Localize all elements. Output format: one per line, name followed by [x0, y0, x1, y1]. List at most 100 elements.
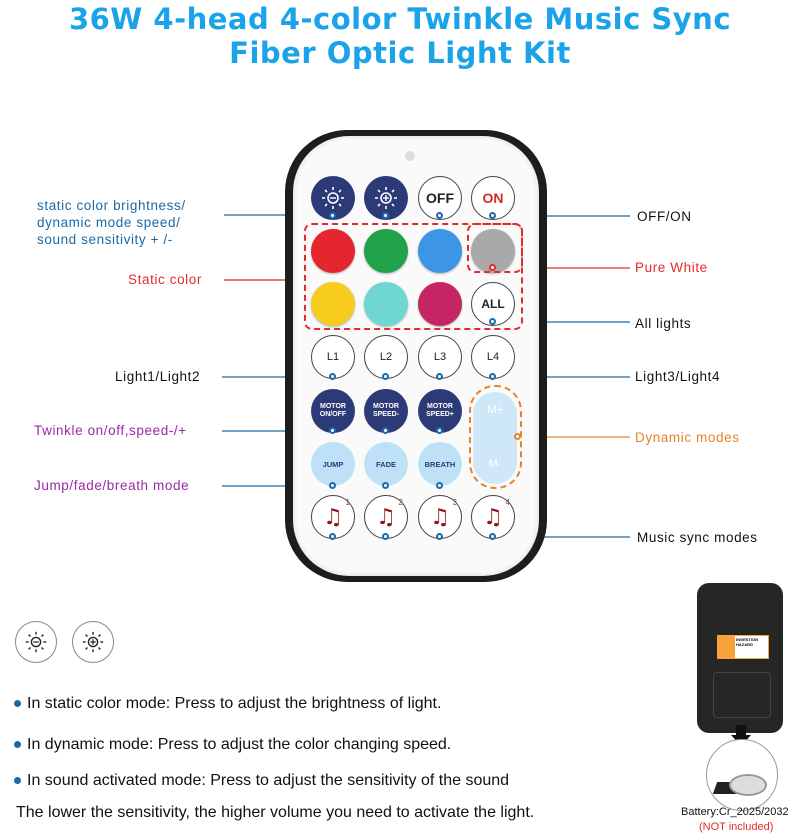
dot-l2 [382, 373, 389, 380]
dot-motor-3 [436, 427, 443, 434]
music-note-icon: ♫ [376, 504, 396, 530]
legend-brightness-up [72, 621, 114, 663]
callout-light34: Light3/Light4 [635, 369, 721, 384]
note-extra: The lower the sensitivity, the higher vo… [16, 804, 535, 821]
static-color-outline [304, 223, 523, 330]
note-dynamic-text: In dynamic mode: Press to adjust the col… [27, 736, 452, 753]
callout-brightness-line1: static color brightness/ [37, 198, 186, 213]
dot-music-1 [329, 533, 336, 540]
l3-label: L3 [433, 351, 447, 363]
callout-brightness: static color brightness/ dynamic mode sp… [37, 197, 186, 248]
music-4-button[interactable]: ♫ 4 [471, 495, 515, 539]
color-green-button[interactable] [364, 229, 408, 273]
title-line1: 36W 4-head 4-color Twinkle Music Sync [68, 2, 732, 36]
dot-l4 [489, 373, 496, 380]
callout-static-color: Static color [128, 272, 202, 287]
brightness-up-icon [82, 631, 104, 653]
warning-label-text: INGESTION HAZARD [735, 636, 768, 658]
battery-model: Battery:Cr_2025/2032 [681, 806, 789, 818]
music-1-button[interactable]: ♫ 1 [311, 495, 355, 539]
dot-white [489, 264, 496, 271]
l1-label: L1 [326, 351, 340, 363]
color-magenta-button[interactable] [418, 282, 462, 326]
dot-dynamic [514, 433, 521, 440]
l2-label: L2 [379, 351, 393, 363]
motor-speed-up-line2: SPEED+ [426, 411, 454, 418]
dot-music-3 [436, 533, 443, 540]
bullet-icon [14, 777, 21, 785]
all-button[interactable]: ALL [471, 282, 515, 326]
callout-brightness-line2: dynamic mode speed/ [37, 215, 181, 230]
l2-button[interactable]: L2 [364, 335, 408, 379]
bullet-icon [14, 741, 21, 749]
motor-speed-down-line1: MOTOR [373, 403, 399, 410]
music-note-icon: ♫ [430, 504, 450, 530]
off-label: OFF [426, 190, 454, 206]
ir-sensor [405, 151, 415, 161]
l4-label: L4 [486, 351, 500, 363]
motor-speed-up-line1: MOTOR [427, 403, 453, 410]
callout-all-lights: All lights [635, 316, 692, 331]
color-blue-button[interactable] [418, 229, 462, 273]
dot-l1 [329, 373, 336, 380]
dot-fade [382, 482, 389, 489]
motor-onoff-line1: MOTOR [320, 403, 346, 410]
callout-jump: Jump/fade/breath mode [34, 478, 190, 493]
color-yellow-button[interactable] [311, 282, 355, 326]
battery-note: (NOT included) [699, 821, 774, 833]
l4-button[interactable]: L4 [471, 335, 515, 379]
dot-brightness-down [329, 212, 336, 219]
callout-dynamic: Dynamic modes [635, 430, 740, 445]
music-note-icon: ♫ [483, 504, 503, 530]
dynamic-outline [469, 385, 522, 489]
dot-on [489, 212, 496, 219]
breath-label: BREATH [424, 459, 456, 469]
dot-breath [436, 482, 443, 489]
callout-light12: Light1/Light2 [115, 369, 201, 384]
legend-brightness-down [15, 621, 57, 663]
dot-all [489, 318, 496, 325]
dot-music-2 [382, 533, 389, 540]
breath-button[interactable]: BREATH [418, 442, 462, 486]
dot-music-4 [489, 533, 496, 540]
fade-label: FADE [375, 459, 396, 469]
brightness-down-icon [322, 187, 344, 209]
music-3-number: 3 [452, 498, 457, 507]
music-1-number: 1 [345, 498, 350, 507]
music-3-button[interactable]: ♫ 3 [418, 495, 462, 539]
music-2-button[interactable]: ♫ 2 [364, 495, 408, 539]
jump-label: JUMP [322, 459, 344, 469]
brightness-down-icon [25, 631, 47, 653]
battery-door [713, 672, 771, 718]
jump-button[interactable]: JUMP [311, 442, 355, 486]
fade-button[interactable]: FADE [364, 442, 408, 486]
dot-brightness-up [382, 212, 389, 219]
color-red-button[interactable] [311, 229, 355, 273]
music-note-icon: ♫ [323, 504, 343, 530]
callout-off-on: OFF/ON [637, 209, 692, 224]
music-2-number: 2 [398, 498, 403, 507]
warning-title: INGESTION HAZARD [736, 637, 759, 647]
callout-brightness-line3: sound sensitivity + /- [37, 232, 173, 247]
callout-pure-white: Pure White [635, 260, 708, 275]
dot-motor-1 [329, 427, 336, 434]
callout-music: Music sync modes [637, 530, 758, 545]
on-button[interactable]: ON [471, 176, 515, 220]
callout-twinkle: Twinkle on/off,speed-/+ [34, 423, 187, 438]
motor-onoff-line2: ON/OFF [319, 411, 347, 418]
note-static: In static color mode: Press to adjust th… [14, 695, 441, 713]
note-dynamic: In dynamic mode: Press to adjust the col… [14, 736, 451, 754]
battery-icon [706, 739, 778, 811]
music-4-number: 4 [505, 498, 510, 507]
motor-speed-down-line2: SPEED- [372, 411, 400, 418]
dot-jump [329, 482, 336, 489]
title-line2: Fiber Optic Light Kit [229, 36, 571, 70]
brightness-up-icon [375, 187, 397, 209]
dot-motor-2 [382, 427, 389, 434]
dot-off [436, 212, 443, 219]
color-cyan-button[interactable] [364, 282, 408, 326]
note-sound-text: In sound activated mode: Press to adjust… [27, 772, 510, 789]
